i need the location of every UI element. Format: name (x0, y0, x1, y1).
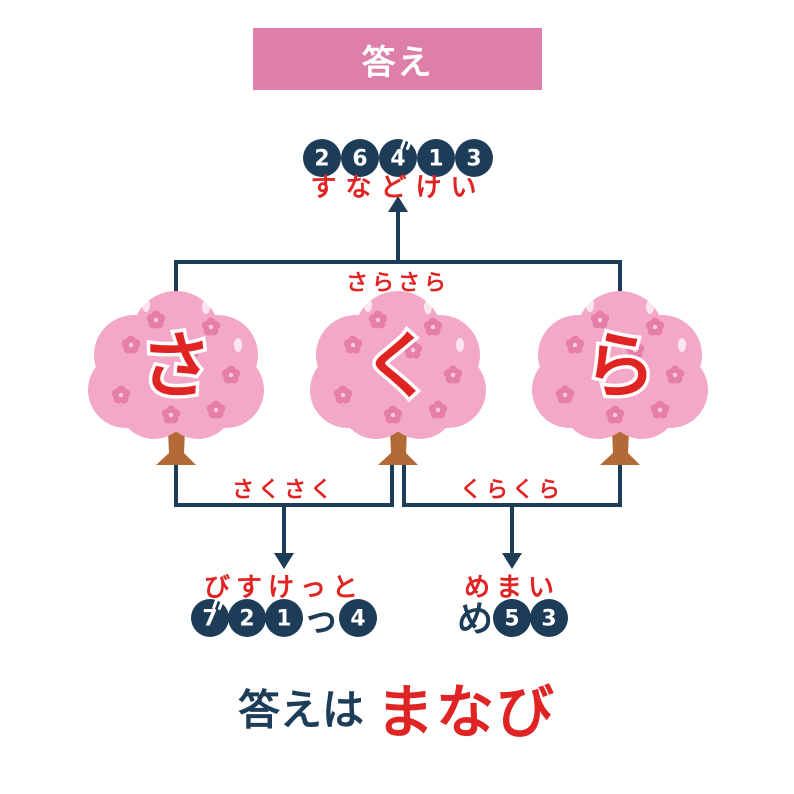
top-number-2: 6 (341, 139, 379, 177)
right-arrow-head (502, 553, 522, 569)
blossom-flower-icon (161, 405, 181, 424)
top-number-2-text: 6 (352, 147, 367, 172)
top-reading: すなどけい (310, 173, 485, 203)
trees: さくら (88, 291, 708, 465)
header-banner: 答え (253, 28, 542, 90)
bottom-right-reading: めまい (464, 573, 560, 603)
tree-char-2: く (362, 324, 434, 408)
blossom-flower-icon (111, 385, 131, 404)
blossom-flower-icon (403, 340, 423, 359)
blossom-flower-icon (443, 365, 463, 384)
tree-trunk-icon (156, 410, 196, 465)
blossom-flower-icon (645, 317, 665, 336)
blossom-flower-icon (181, 340, 201, 359)
blossom-flower-icon (206, 400, 226, 419)
bottom-left-token-3-text: 1 (276, 607, 291, 632)
tree-canopy-icon (532, 291, 708, 439)
blossom-flower-icon (121, 335, 141, 354)
top-number-5-text: 3 (466, 147, 481, 172)
blossom-flower-icon (605, 405, 625, 424)
blossom-flower-icon (333, 385, 353, 404)
top-number-5: 3 (455, 139, 493, 177)
blossom-flower-icon (665, 365, 685, 384)
bottom-right-token-2: 5 (493, 599, 531, 637)
bottom-left-token-1: 7 (191, 598, 229, 637)
bottom-left-token-5: 4 (339, 599, 377, 637)
top-number-1-text: 2 (314, 147, 329, 172)
bottom-right-token-3-text: 3 (541, 607, 556, 632)
blossom-flower-icon (146, 310, 166, 329)
blossom-flower-icon (343, 335, 363, 354)
blossom-flower-icon (565, 335, 585, 354)
top-arrow-head (388, 196, 408, 212)
blossom-flower-icon (625, 340, 645, 359)
bottom-right-token-1: め (457, 599, 493, 640)
cherry-tree-1: さ (88, 291, 264, 465)
tree-char-3: ら (584, 324, 656, 408)
answer-prefix: 答えは (237, 685, 364, 735)
top-number-3-text: 4 (390, 147, 405, 172)
top-number-4: 1 (417, 139, 455, 177)
bottom-right-token-3: 3 (530, 599, 568, 637)
answer-word: まなび (376, 678, 557, 746)
blossom-flower-icon (423, 317, 443, 336)
arrow-heads (274, 196, 522, 569)
bottom-left-token-4: っ (303, 599, 339, 640)
cherry-tree-3: ら (532, 291, 708, 465)
blossom-flower-icon (368, 310, 388, 329)
bottom-left-token-2: 2 (228, 599, 266, 637)
blossom-flower-icon (383, 405, 403, 424)
blossom-flower-icon (201, 317, 221, 336)
blossom-flower-icon (650, 400, 670, 419)
tree-canopy-icon (88, 291, 264, 439)
cherry-tree-2: く (310, 291, 486, 465)
top-number-3: 4 (379, 138, 417, 177)
top-number-4-text: 1 (428, 147, 443, 172)
right-connector-label: くらくら (460, 478, 564, 503)
bottom-right-token-2-text: 5 (504, 607, 519, 632)
blossom-flower-icon (221, 365, 241, 384)
tree-trunk-icon (600, 410, 640, 465)
tree-char-1: さ (140, 324, 212, 408)
bottom-left-token-5-text: 4 (350, 607, 365, 632)
bottom-left-token-3: 1 (265, 599, 303, 637)
left-connector-label: さくさく (232, 478, 336, 503)
blossom-flower-icon (590, 310, 610, 329)
header-title: 答え (361, 42, 434, 83)
blossom-flower-icon (428, 400, 448, 419)
answer-line: 答えはまなび (0, 665, 794, 749)
connector-lines (174, 206, 622, 558)
top-number-1: 2 (303, 139, 341, 177)
bottom-left-token-2-text: 2 (239, 607, 254, 632)
bottom-left-reading: びすけっと (204, 573, 364, 603)
left-arrow-head (274, 553, 294, 569)
bottom-left-token-1-text: 7 (202, 607, 217, 632)
blossom-flower-icon (555, 385, 575, 404)
tree-canopy-icon (310, 291, 486, 439)
tree-trunk-icon (378, 410, 418, 465)
